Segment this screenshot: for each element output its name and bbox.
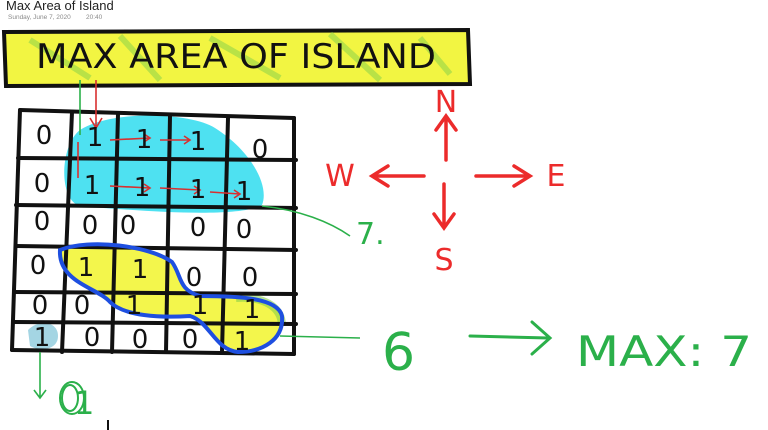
scribble-loop (59, 381, 85, 415)
grid-cell: 0 (84, 323, 101, 353)
traversal-arrows (77, 80, 242, 199)
grid-cell: 0 (34, 207, 51, 237)
green-connectors (33, 80, 361, 400)
grid-line (164, 114, 172, 354)
arrow-left-icon (368, 164, 426, 188)
arrow-down-icon (89, 80, 103, 130)
banner: MAX AREA OF ISLAND (1, 27, 473, 89)
arrow-right-icon (474, 164, 534, 188)
island-one-area: 7. (356, 217, 385, 252)
grid-cell: 0 (30, 251, 47, 281)
grid-cell: 0 (36, 121, 53, 151)
grid (10, 108, 298, 356)
grid-line (220, 116, 230, 354)
grid-line (16, 156, 298, 162)
arrow-right-icon (109, 183, 152, 193)
grid-cell: 1 (34, 323, 51, 353)
grid-cell: 0 (132, 325, 149, 355)
compass (368, 112, 534, 232)
grid-line (18, 108, 296, 120)
arrow-right-icon (209, 189, 242, 199)
grid-line (60, 110, 74, 354)
banner-scribble (28, 31, 453, 83)
island-three-highlight (28, 322, 58, 350)
grid-line (14, 244, 298, 252)
grid-cell: 1 (234, 327, 251, 357)
arrow-right-icon (468, 320, 553, 356)
scribble-loop (61, 384, 79, 412)
grid-cell: 1 (136, 125, 153, 155)
grid-line (12, 290, 298, 296)
arrow-up-icon (434, 112, 458, 162)
grid-cell: 1 (244, 295, 261, 325)
grid-cell: 1 (84, 171, 101, 201)
arrow-down-icon (432, 182, 456, 232)
arrow-right-icon (109, 133, 152, 143)
grid-cell: 1 (87, 123, 104, 153)
grid-cell: 0 (120, 211, 137, 241)
page-title: Max Area of Island (6, 0, 114, 13)
result-arrow (468, 320, 553, 356)
grid-cell: 0 (34, 169, 51, 199)
arrow-right-icon (159, 185, 202, 195)
grid-cell: 0 (82, 211, 99, 241)
grid-line (110, 112, 120, 354)
grid-cell: 0 (186, 263, 203, 293)
banner-title: MAX AREA OF ISLAND (36, 37, 436, 77)
grid-cell: 1 (190, 127, 207, 157)
grid-cell: 1 (78, 253, 95, 283)
grid-cell: 0 (32, 291, 49, 321)
grid-line (14, 203, 298, 210)
scribble-circle (59, 381, 85, 415)
compass-east-label: E (547, 159, 566, 194)
connector-line (261, 205, 351, 237)
grid-cells: 0 1 1 1 0 0 1 1 1 1 0 0 0 0 0 0 1 1 0 0 … (30, 121, 269, 357)
compass-north-label: N (435, 85, 457, 120)
grid-cell: 0 (236, 215, 253, 245)
island-two-outline (57, 242, 285, 355)
compass-south-label: S (434, 243, 453, 278)
grid-cell: 0 (252, 135, 269, 165)
grid-cell: 1 (132, 255, 149, 285)
grid-cell: 0 (74, 291, 91, 321)
grid-cell: 1 (126, 291, 143, 321)
grid-cell: 0 (242, 263, 259, 293)
annotations: 7. 6 1 MAX: 7 (74, 217, 752, 422)
page-time: 20:40 (86, 14, 103, 21)
island-two-area: 6 (382, 323, 415, 383)
banner-highlight (1, 27, 473, 89)
arrow-right-icon (160, 135, 192, 145)
grid-line (10, 108, 22, 352)
grid-cell: 1 (190, 175, 207, 205)
grid-cell: 1 (192, 291, 209, 321)
grid-cell: 1 (134, 173, 151, 203)
grid-cell: 0 (190, 213, 207, 243)
page-date: Sunday, June 7, 2020 (8, 14, 71, 21)
arrow-down-icon (33, 352, 47, 400)
compass-labels: N S W E (325, 85, 565, 278)
compass-west-label: W (325, 159, 355, 194)
connector-line (279, 335, 361, 339)
grid-line (12, 320, 298, 326)
max-result: MAX: 7 (576, 327, 752, 376)
grid-cell: 1 (236, 177, 253, 207)
grid-cell: 0 (182, 325, 199, 355)
